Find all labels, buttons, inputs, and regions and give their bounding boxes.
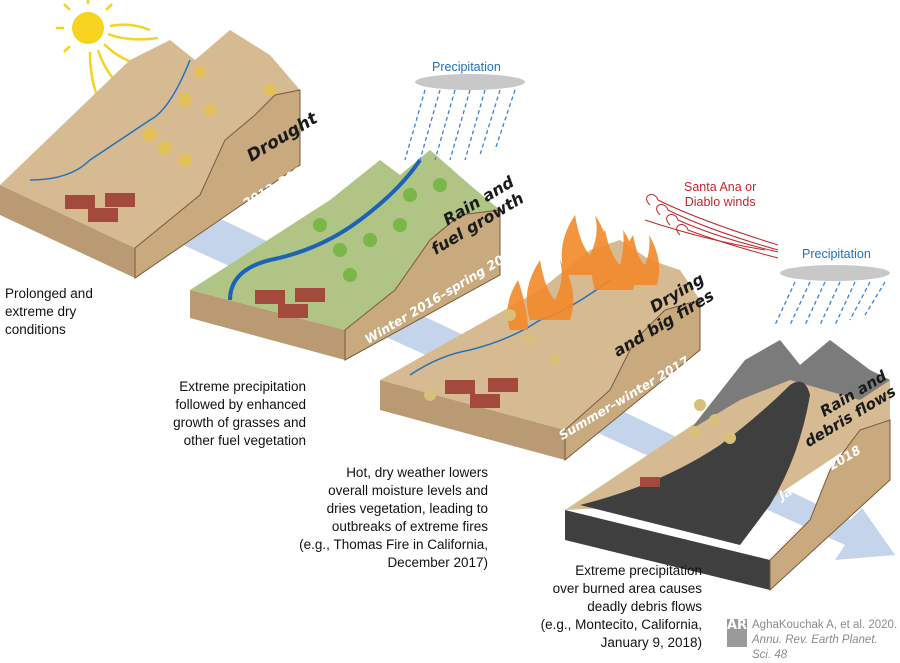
wind-icon	[644, 194, 779, 259]
rain-fuel-block	[190, 150, 501, 361]
drought-block	[0, 30, 301, 279]
annual-reviews-logo: AR	[727, 619, 747, 647]
fires-block	[380, 215, 701, 462]
precipitation-label-2: Precipitation	[802, 247, 871, 261]
precipitation-label-1: Precipitation	[432, 60, 501, 74]
debris-flow-block	[565, 340, 891, 592]
rain-cloud-icon-2	[774, 265, 890, 326]
rain-cloud-icon	[404, 74, 525, 161]
citation: AghaKouchak A, et al. 2020. Annu. Rev. E…	[752, 619, 898, 661]
